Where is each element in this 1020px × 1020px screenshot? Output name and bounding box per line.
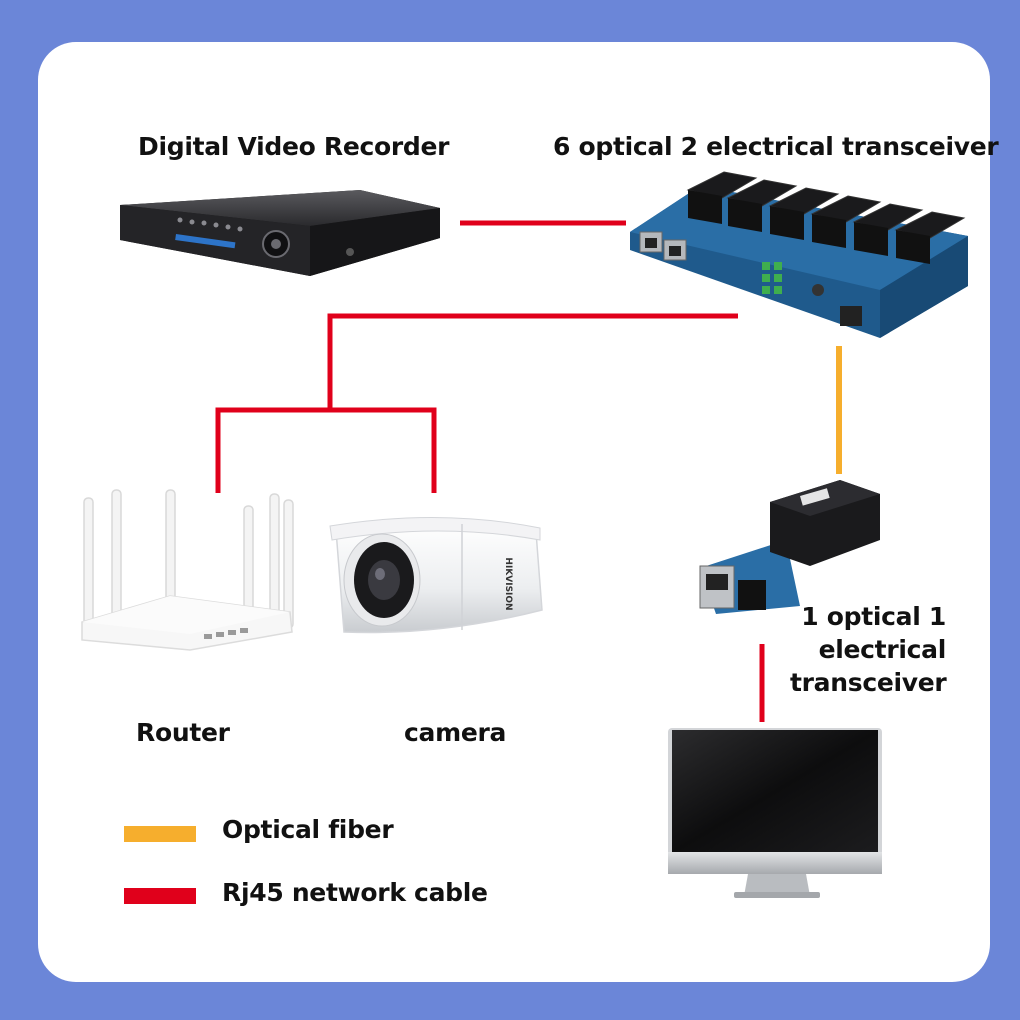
dvr-label: Digital Video Recorder (138, 132, 450, 161)
legend-swatch-rj45 (124, 888, 196, 904)
legend-label-optical-fiber: Optical fiber (222, 815, 394, 844)
one-port-transceiver-label: 1 optical 1 electrical transceiver (790, 602, 947, 697)
router-device (81, 489, 294, 651)
camera-brand-text: HIKVISION (503, 557, 513, 610)
camera-device: HIKVISION (329, 516, 543, 634)
cable-six-port-to-router-camera (215, 313, 738, 493)
one-port-transceiver-device (699, 480, 880, 614)
legend-label-rj45: Rj45 network cable (222, 878, 488, 907)
legend-swatch-optical-fiber (124, 826, 196, 842)
six-port-transceiver-label: 6 optical 2 electrical transceiver (553, 132, 999, 161)
camera-label: camera (404, 718, 507, 747)
dvr-device (120, 190, 440, 276)
router-label: Router (136, 718, 230, 747)
monitor-device (668, 728, 882, 898)
six-port-transceiver-device (630, 171, 968, 338)
